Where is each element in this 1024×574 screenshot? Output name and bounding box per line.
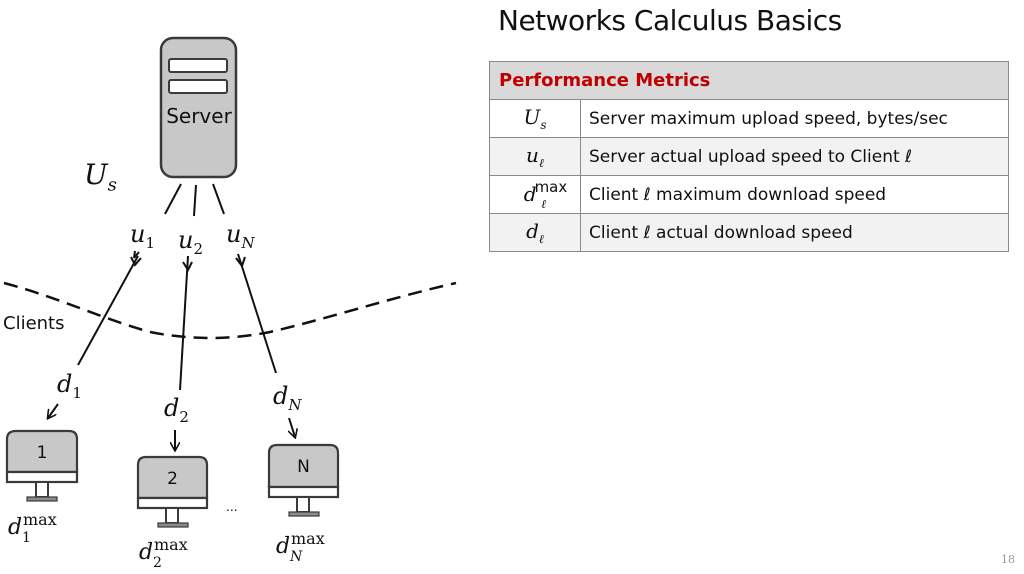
arrow-u2-icon: [182, 261, 193, 273]
table-row: dℓ Client ℓ actual download speed: [489, 213, 1009, 252]
symbol-sub: s: [107, 174, 117, 196]
download-label-1: d1: [57, 370, 82, 402]
symbol-base: d: [164, 394, 180, 422]
symbol-sub: 2: [153, 555, 162, 571]
table-row: dmaxℓ Client ℓ maximum download speed: [489, 175, 1009, 214]
client-2-label: 2: [167, 469, 178, 489]
table-header-row: Performance Metrics: [489, 61, 1009, 100]
server-link-2: [193, 184, 197, 217]
symbol-base: d: [276, 534, 291, 559]
symbol-sub: 1: [22, 530, 31, 546]
symbol-sub: 2: [193, 239, 204, 258]
download-label-n: dN: [273, 382, 302, 414]
symbol-base: U: [523, 105, 541, 129]
server-link-1: [164, 183, 182, 215]
symbol-sub: ℓ: [538, 231, 544, 246]
client-1-label: 1: [36, 443, 48, 463]
symbol-sub: s: [540, 118, 547, 132]
metric-description: Client ℓ actual download speed: [580, 213, 1009, 252]
client-1-monitor-icon: [5, 429, 79, 502]
symbol-base: d: [57, 370, 73, 398]
symbol-base: u: [178, 226, 194, 254]
symbol-base: u: [130, 220, 146, 248]
symbol-sub: ℓ: [541, 196, 547, 211]
metric-description: Server actual upload speed to Client ℓ: [580, 137, 1009, 176]
symbol-sup: max: [534, 177, 568, 196]
metric-description: Server maximum upload speed, bytes/sec: [580, 99, 1009, 138]
symbol-base: U: [84, 158, 108, 191]
symbol-base: d: [523, 181, 537, 206]
metric-symbol: dℓ: [489, 213, 581, 252]
arrow-u1-icon: [130, 256, 142, 267]
symbol-sub: 1: [72, 383, 82, 402]
symbol-sub: N: [288, 395, 302, 414]
metric-symbol: dmaxℓ: [489, 175, 581, 214]
symbol-base: u: [526, 142, 539, 167]
client-n-label: N: [297, 457, 310, 477]
server-link-n: [212, 183, 225, 215]
metric-symbol: uℓ: [489, 137, 581, 176]
client-2-monitor-icon: [136, 455, 209, 528]
symbol-base: d: [8, 515, 23, 540]
link-client-n: [237, 253, 277, 374]
network-diagram: [3, 36, 457, 528]
page-number: 18: [1001, 553, 1015, 566]
table-row: uℓ Server actual upload speed to Client …: [489, 137, 1009, 176]
metric-symbol: Us: [489, 99, 581, 138]
symbol-base: d: [273, 382, 289, 410]
clients-label: Clients: [3, 313, 65, 334]
ellipsis: ...: [226, 498, 238, 514]
symbol-sub: ℓ: [538, 155, 544, 170]
arrow-dn-icon: [289, 417, 295, 437]
table-header: Performance Metrics: [489, 61, 1009, 100]
link-client-2: [179, 255, 189, 391]
table-row: Us Server maximum upload speed, bytes/se…: [489, 99, 1009, 138]
upload-label-1: u1: [130, 220, 155, 252]
symbol-sup: max: [291, 529, 325, 548]
link-client-1: [77, 255, 139, 366]
symbol-base: d: [526, 218, 539, 243]
symbol-sup: max: [23, 510, 57, 529]
server-rate-label: Us: [84, 158, 117, 196]
upload-label-n: uN: [226, 220, 255, 252]
server-icon: [159, 36, 238, 179]
symbol-sub: N: [241, 233, 255, 252]
network-boundary: [3, 281, 457, 340]
symbol-sub: 1: [145, 233, 156, 252]
arrow-d1-icon: [48, 403, 59, 418]
symbol-sup: max: [154, 535, 188, 554]
download-label-2: d2: [164, 394, 189, 426]
symbol-base: d: [139, 540, 154, 565]
upload-label-2: u2: [178, 226, 203, 258]
client-n-monitor-icon: [267, 443, 340, 517]
server-label: Server: [166, 104, 232, 128]
symbol-sub: N: [290, 549, 303, 565]
symbol-base: u: [226, 220, 242, 248]
symbol-sub: 2: [179, 407, 189, 426]
slide-title: Networks Calculus Basics: [498, 4, 842, 37]
arrow-un-icon: [235, 256, 246, 269]
metric-description: Client ℓ maximum download speed: [580, 175, 1009, 214]
performance-metrics-table: Performance Metrics Us Server maximum up…: [489, 61, 1009, 252]
